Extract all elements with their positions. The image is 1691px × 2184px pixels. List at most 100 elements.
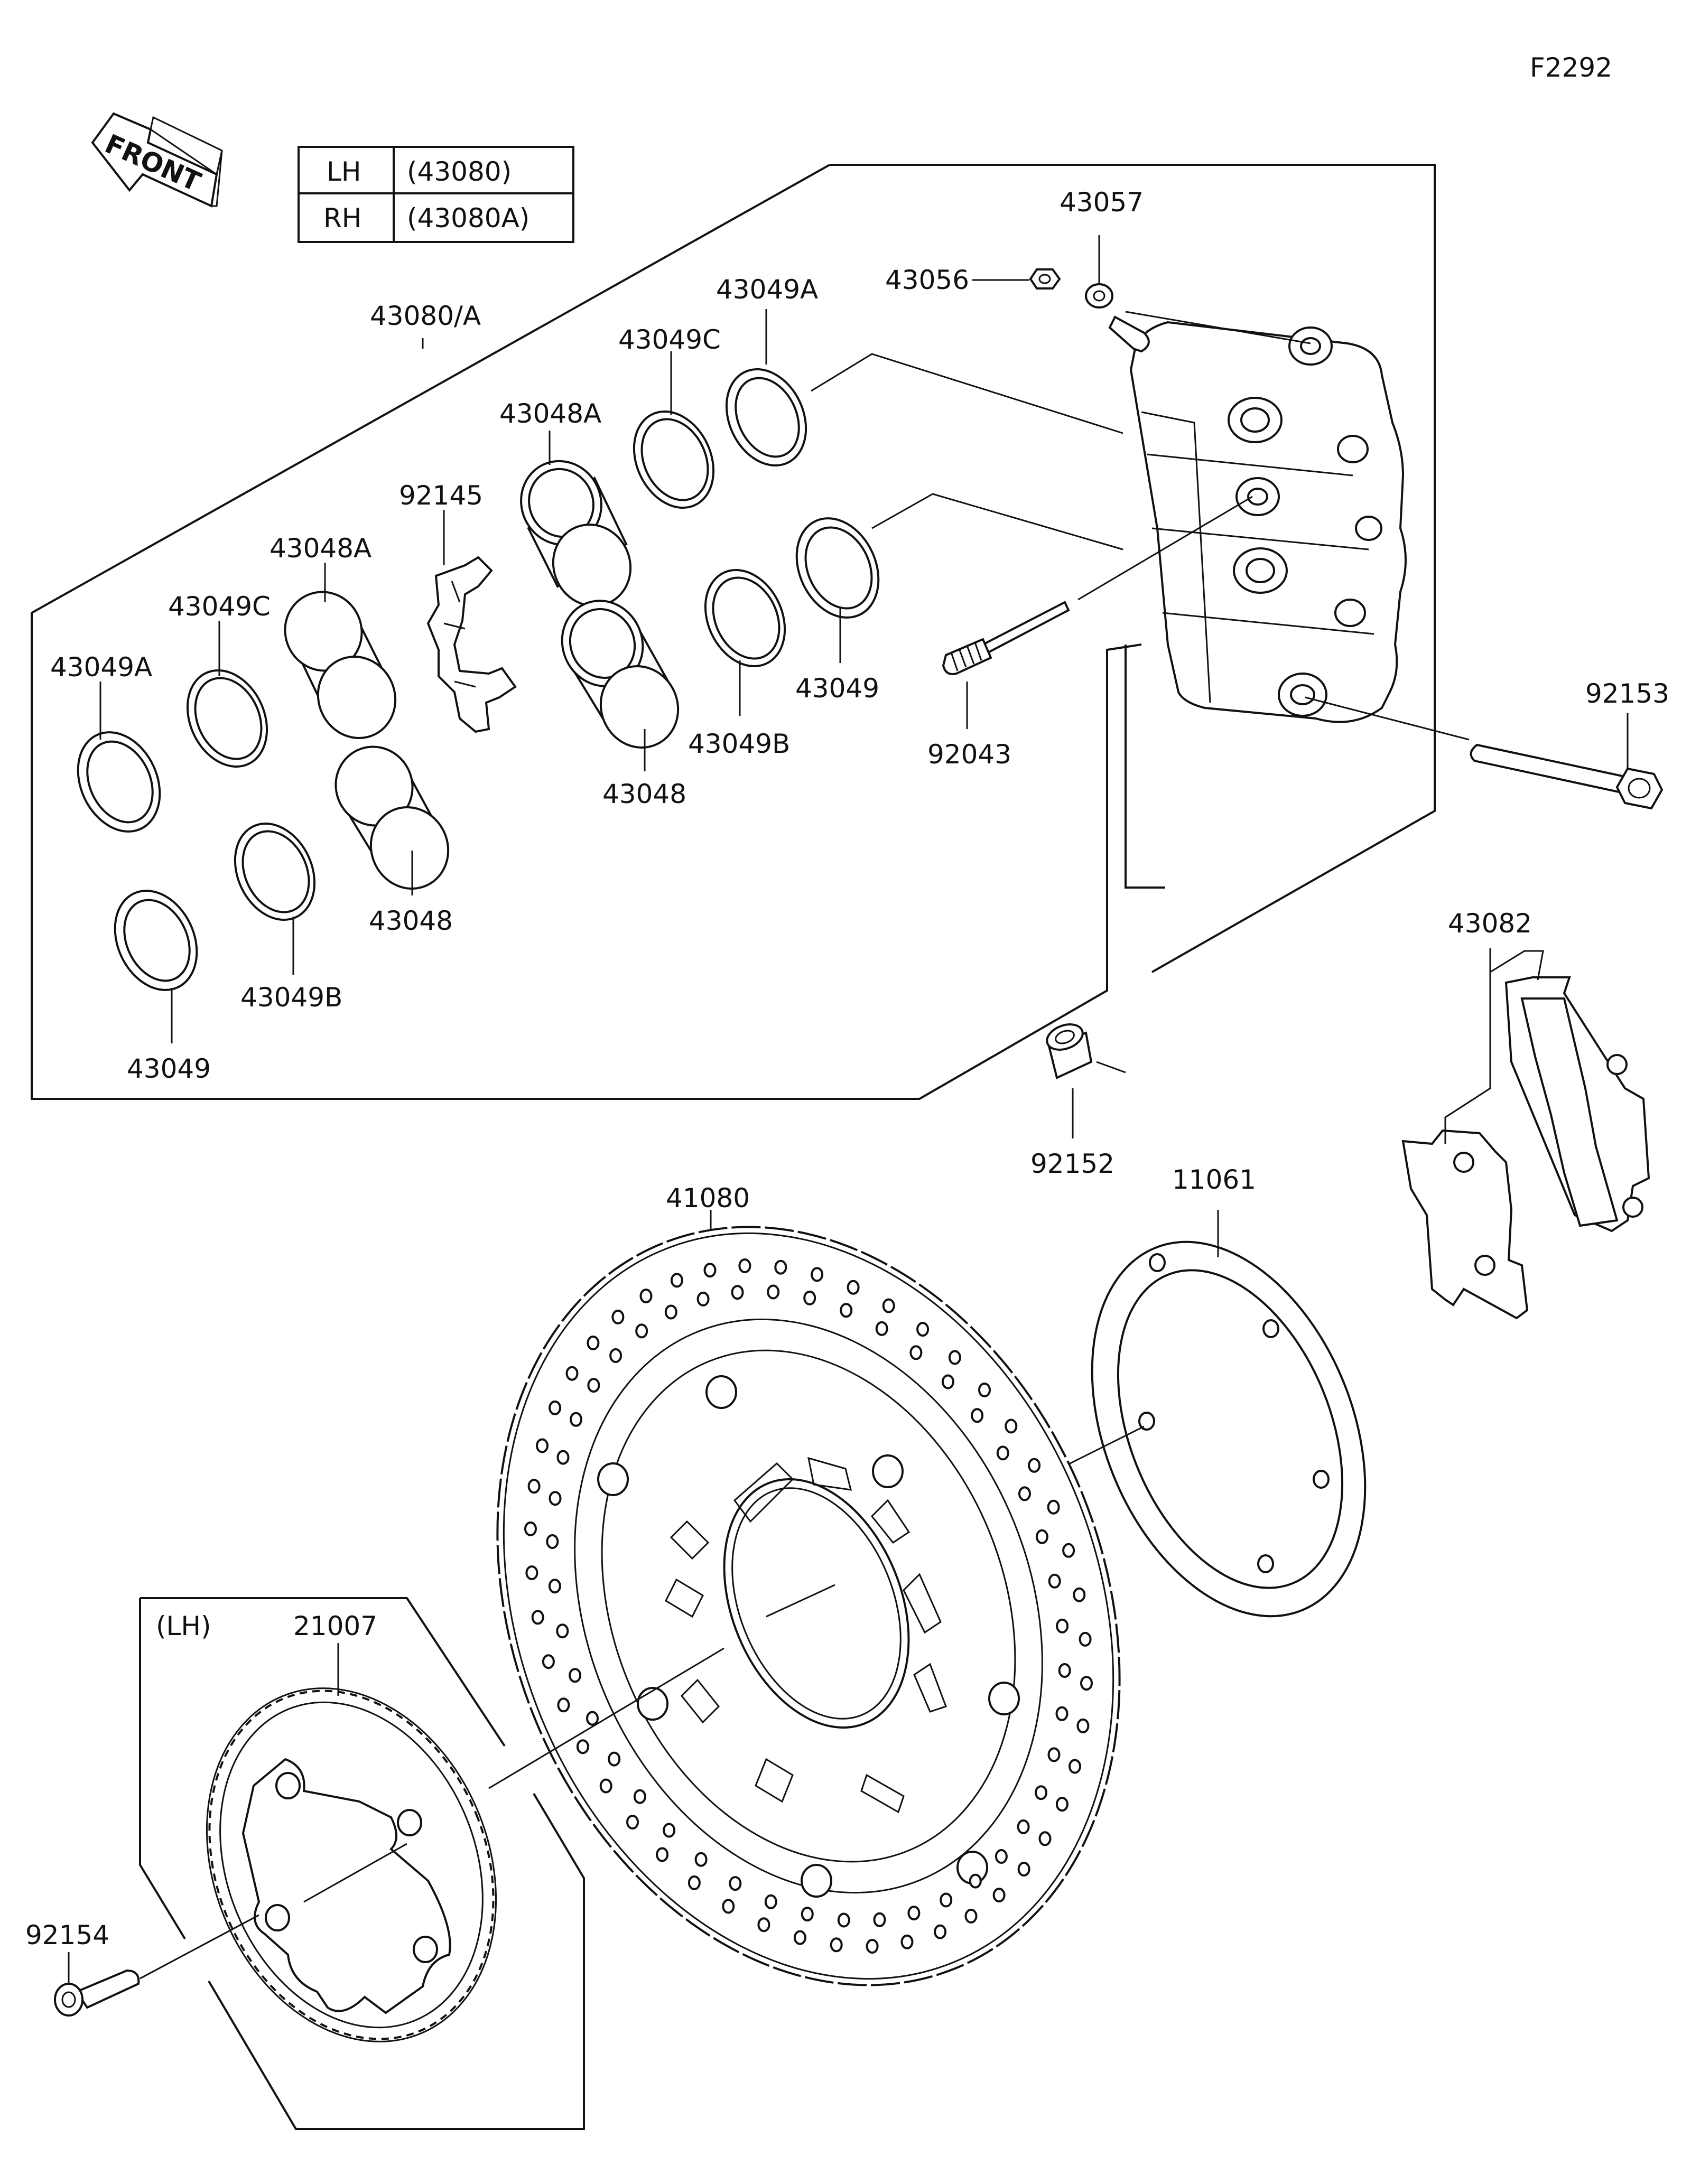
disc-drill-hole [549, 1400, 562, 1415]
side-table-lh-part: (43080) [407, 156, 512, 187]
disc-drill-hole [527, 1479, 541, 1494]
disc-drill-hole [764, 1894, 777, 1909]
seal-ring-43049b-lower [234, 822, 316, 975]
callout-43048-lower: 43048 [369, 906, 453, 936]
disc-drill-hole [542, 1654, 555, 1669]
bleeder-valve [1085, 235, 1311, 353]
callout-41080: 41080 [666, 1183, 750, 1214]
disc-drill-hole [565, 1366, 579, 1381]
disc-drill-hole [611, 1309, 625, 1324]
disc-drill-hole [609, 1348, 622, 1363]
disc-drill-hole [531, 1610, 544, 1625]
abs-sensor-rotor [206, 1643, 497, 2042]
disc-drill-hole [996, 1445, 1009, 1461]
disc-drill-hole [1079, 1631, 1092, 1647]
disc-drill-hole [1017, 1862, 1030, 1877]
disc-drill-hole [875, 1321, 888, 1336]
seal-ring-43049-lower [114, 890, 198, 1043]
disc-drill-hole [731, 1285, 744, 1300]
bleeder-cap [972, 268, 1061, 290]
disc-drill-hole [1069, 1759, 1081, 1774]
disc-drill-hole [557, 1697, 570, 1713]
disc-drill-hole [549, 1491, 562, 1506]
seal-ring-43049c-top [633, 351, 715, 509]
disc-drill-hole [1035, 1529, 1048, 1544]
caliper-assy-frame [1125, 645, 1165, 889]
seal-ring-43049c-left [186, 621, 268, 768]
disc-drill-hole [586, 1711, 599, 1726]
seal-ring-43049-right [795, 517, 880, 663]
callout-43049b-center: 43049B [688, 729, 790, 759]
callout-92153: 92153 [1585, 678, 1669, 709]
disc-drill-hole [837, 1912, 850, 1928]
disc-drill-hole [656, 1847, 669, 1862]
disc-drill-hole [587, 1378, 600, 1393]
disc-drill-hole [978, 1383, 991, 1397]
disc-drill-hole [1056, 1618, 1069, 1634]
disc-drill-hole [687, 1875, 701, 1890]
disc-drill-hole [1055, 1706, 1069, 1721]
disc-drill-hole [663, 1823, 676, 1838]
disc-drill-hole [882, 1298, 895, 1313]
side-table-rh: RH [323, 203, 361, 234]
disc-drill-hole [900, 1934, 914, 1949]
piston-43048a-left [284, 563, 397, 739]
disc-drill-hole [1080, 1676, 1093, 1691]
lh-note: (LH) [156, 1611, 211, 1641]
caliper-pin [942, 496, 1253, 729]
disc-drill-hole [801, 1907, 814, 1922]
callout-43049-lower: 43049 [127, 1053, 211, 1084]
disc-drill-hole [696, 1291, 710, 1306]
callout-43049b-lower: 43049B [240, 982, 342, 1013]
disc-drill-hole [524, 1521, 537, 1536]
disc-drill-hole [738, 1258, 751, 1273]
disc-drill-hole [1017, 1819, 1030, 1834]
disc-drill-hole [722, 1899, 735, 1914]
disc-drill-hole [556, 1623, 569, 1639]
disc-drill-hole [1018, 1486, 1031, 1501]
disc-drill-hole [992, 1888, 1006, 1903]
callout-43057: 43057 [1060, 187, 1144, 218]
side-table-rh-part: (43080A) [407, 203, 529, 234]
disc-drill-hole [599, 1778, 612, 1794]
disc-drill-hole [1028, 1458, 1041, 1473]
disc-drill-hole [1073, 1587, 1086, 1602]
seal-ring-43049a-top [725, 309, 807, 467]
disc-drill-hole [635, 1323, 648, 1339]
callout-43048-center: 43048 [602, 779, 686, 809]
disc-drill-hole [1076, 1718, 1090, 1733]
disc-drill-hole [569, 1668, 582, 1683]
caliper-bolt [1305, 696, 1664, 810]
callout-43049a-left: 43049A [50, 652, 152, 683]
disc-bolt [54, 1914, 259, 2017]
callout-43080-a: 43080/A [370, 301, 481, 331]
disc-drill-hole [873, 1912, 886, 1927]
callout-43049c-left: 43049C [168, 591, 271, 622]
pad-spring [426, 510, 517, 733]
disc-drill-hole [847, 1280, 860, 1295]
lh-group-frame [140, 1597, 506, 1747]
callout-92152: 92152 [1030, 1149, 1114, 1179]
seal-ring-43049b-center [704, 568, 786, 716]
disc-drill-hole [774, 1259, 787, 1275]
front-label: FRONT [100, 128, 205, 198]
disc-drill-hole [995, 1849, 1008, 1864]
disc-drill-hole [633, 1789, 646, 1804]
disc-drill-hole [916, 1322, 930, 1337]
disc-drill-hole [1055, 1797, 1069, 1812]
callout-43056: 43056 [885, 265, 969, 295]
disc-drill-hole [909, 1345, 923, 1360]
disc-drill-hole [948, 1350, 961, 1365]
piston-43048-center [561, 600, 680, 771]
disc-drill-hole [803, 1290, 816, 1305]
disc-drill-hole [866, 1939, 879, 1954]
callout-43082: 43082 [1448, 908, 1532, 939]
piston-43048-lower [335, 745, 450, 895]
disc-drill-hole [639, 1289, 653, 1304]
disc-drill-hole [767, 1284, 780, 1300]
disc-drill-hole [729, 1876, 742, 1891]
disc-drill-hole [907, 1906, 921, 1921]
disc-drill-hole [703, 1263, 717, 1278]
disc-drill-hole [1005, 1418, 1018, 1434]
